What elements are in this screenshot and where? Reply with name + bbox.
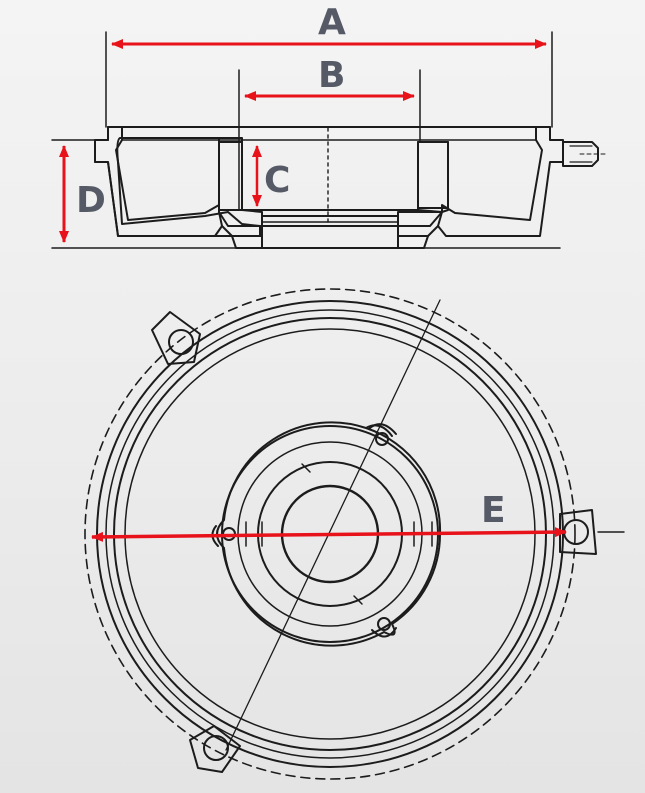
dimension-label-c: C <box>264 160 290 201</box>
section-left-outer <box>94 126 223 237</box>
plan-hub-ear-bottom <box>377 617 391 631</box>
plan-lug-right <box>559 509 625 555</box>
dimension-label-d: D <box>76 180 106 221</box>
plan-dashed-outer-circle <box>84 288 576 780</box>
dimension-label-e: E <box>481 490 506 531</box>
section-right-hub-block <box>417 141 449 209</box>
dimension-label-a: A <box>318 2 346 43</box>
section-right-hub <box>397 141 449 227</box>
dimension-lines-section <box>59 39 547 243</box>
section-left-hub <box>218 141 263 227</box>
plan-lug-bottom-left <box>189 725 241 773</box>
section-bottom-boss <box>261 225 399 249</box>
plan-lug-top-left <box>151 311 201 365</box>
dimension-e-line <box>91 527 567 542</box>
dimension-label-b: B <box>318 55 345 96</box>
plan-hub-ear-top <box>375 432 389 446</box>
section-right-lug <box>562 141 599 167</box>
section-right-outer <box>437 126 564 237</box>
plan-diagonal-center-line <box>225 299 441 751</box>
section-view <box>51 31 607 249</box>
